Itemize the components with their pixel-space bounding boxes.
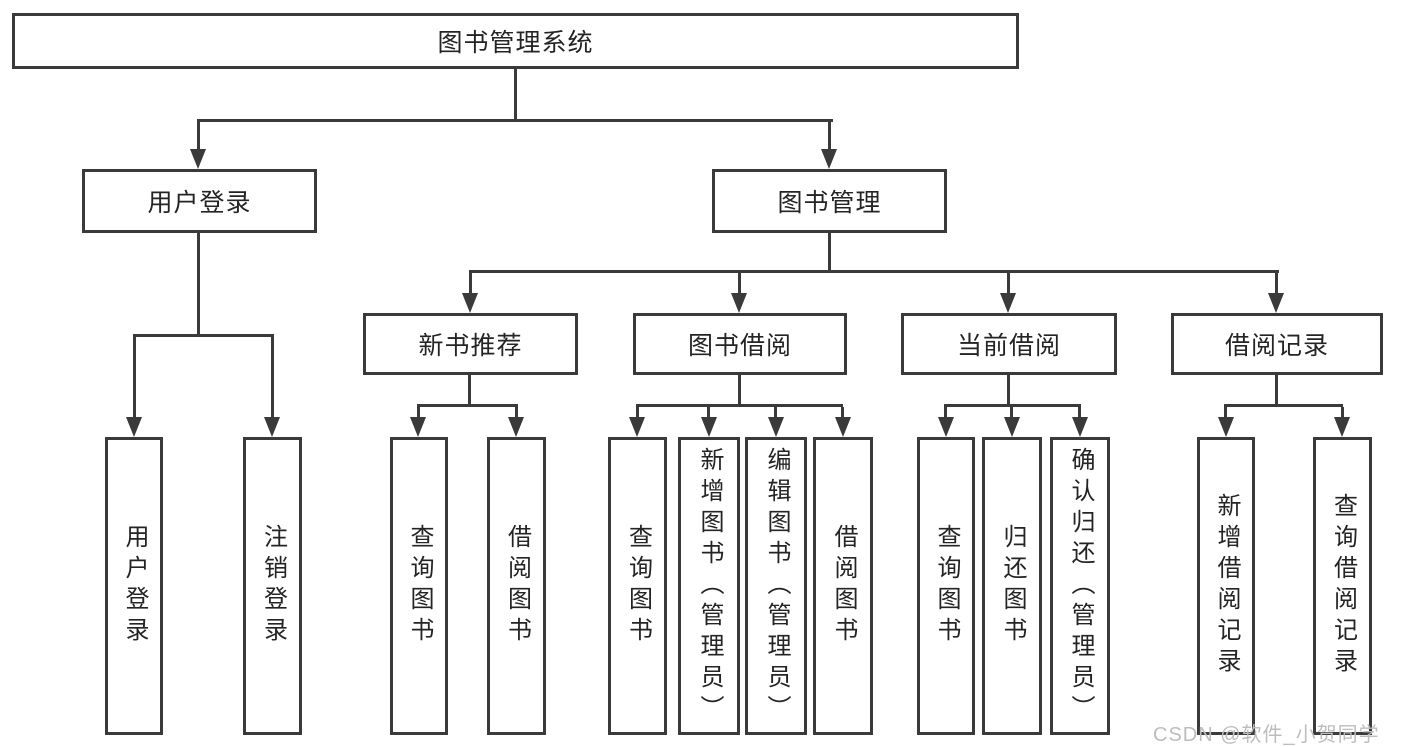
- connector-branch-new-book: [469, 273, 472, 294]
- leaf-return-books-label: 归还图书: [999, 524, 1026, 648]
- node-user-login: 用户登录: [82, 169, 317, 233]
- connector-root-stem: [514, 68, 517, 121]
- connector-user-login-horizontal: [133, 334, 274, 337]
- leaf-borrow-books-recommend-label: 借阅图书: [503, 524, 531, 648]
- leaf-edit-books-admin: 编辑图书（管理员）: [745, 437, 807, 735]
- leaf-query-books-recommend: 查询图书: [390, 437, 448, 735]
- leaf-confirm-return-admin-label: 确认归还（管理员）: [1067, 446, 1094, 726]
- arrowhead-to-user-login: [190, 149, 206, 169]
- connector-root-horizontal: [197, 119, 833, 122]
- connector-branch-query-books-2: [636, 407, 639, 419]
- connector-current-borrow-horizontal: [944, 404, 1081, 407]
- connector-book-borrow-stem: [738, 375, 741, 407]
- leaf-user-login-label: 用户登录: [121, 524, 148, 648]
- leaf-query-books-borrow-label: 查询图书: [624, 524, 652, 648]
- leaf-logout-label: 注销登录: [259, 524, 287, 648]
- leaf-confirm-return-admin: 确认归还（管理员）: [1050, 437, 1110, 735]
- arrowhead-to-return-books: [1004, 417, 1020, 437]
- leaf-query-books-current-label: 查询图书: [933, 524, 960, 648]
- node-new-book-recommend-label: 新书推荐: [418, 332, 523, 360]
- node-user-login-label: 用户登录: [147, 189, 252, 217]
- connector-branch-add-books: [707, 407, 710, 419]
- connector-branch-return-books: [1010, 407, 1013, 419]
- leaf-logout: 注销登录: [243, 437, 302, 735]
- connector-branch-user-login: [197, 121, 200, 153]
- node-book-management-label: 图书管理: [777, 189, 882, 217]
- node-root-library-system: 图书管理系统: [12, 13, 1019, 69]
- arrowhead-to-book-borrow: [731, 293, 747, 313]
- arrowhead-to-query-books-2: [629, 417, 645, 437]
- connector-branch-add-record: [1224, 407, 1227, 419]
- leaf-borrow-books-recommend: 借阅图书: [487, 437, 546, 735]
- arrowhead-to-query-record: [1334, 417, 1350, 437]
- leaf-query-borrow-record: 查询借阅记录: [1313, 437, 1372, 735]
- connector-new-book-horizontal: [417, 404, 518, 407]
- connector-branch-borrow-books-1: [515, 407, 518, 419]
- leaf-query-borrow-record-label: 查询借阅记录: [1329, 493, 1357, 679]
- connector-branch-confirm-return: [1078, 407, 1081, 419]
- connector-borrow-records-horizontal: [1224, 404, 1343, 407]
- leaf-add-books-admin: 新增图书（管理员）: [678, 437, 740, 735]
- connector-branch-query-books-3: [944, 407, 947, 419]
- leaf-edit-books-admin-label: 编辑图书（管理员）: [763, 446, 790, 726]
- connector-branch-login-leaf: [133, 337, 136, 419]
- arrowhead-to-new-book: [462, 293, 478, 313]
- connector-user-login-stem: [197, 233, 200, 336]
- arrowhead-to-add-books: [701, 417, 717, 437]
- node-book-management: 图书管理: [712, 169, 947, 233]
- arrowhead-to-query-books-1: [410, 417, 426, 437]
- connector-branch-borrow-books-2: [841, 407, 844, 419]
- leaf-add-books-admin-label: 新增图书（管理员）: [696, 446, 723, 726]
- node-new-book-recommend: 新书推荐: [363, 313, 578, 375]
- connector-book-management-horizontal: [469, 270, 1279, 273]
- node-borrow-records: 借阅记录: [1171, 313, 1383, 375]
- connector-book-management-stem: [828, 232, 831, 272]
- arrowhead-to-borrow-books-2: [835, 417, 851, 437]
- arrowhead-to-borrow-books-1: [508, 417, 524, 437]
- connector-branch-query-books-1: [417, 407, 420, 419]
- connector-branch-book-borrow: [738, 273, 741, 294]
- connector-current-borrow-stem: [1007, 375, 1010, 407]
- node-book-borrow: 图书借阅: [633, 313, 847, 375]
- connector-new-book-stem: [468, 375, 471, 407]
- connector-borrow-records-stem: [1275, 375, 1278, 407]
- leaf-query-books-current: 查询图书: [917, 437, 975, 735]
- connector-book-borrow-horizontal: [636, 404, 843, 407]
- node-current-borrow: 当前借阅: [901, 313, 1117, 375]
- arrowhead-to-login-leaf: [126, 417, 142, 437]
- arrowhead-to-borrow-records: [1268, 293, 1284, 313]
- connector-branch-book-management: [828, 121, 831, 153]
- arrowhead-to-confirm-return: [1072, 417, 1088, 437]
- connector-branch-borrow-records: [1275, 273, 1278, 294]
- arrowhead-to-logout-leaf: [264, 417, 280, 437]
- leaf-borrow-books-label: 借阅图书: [830, 524, 857, 648]
- node-book-borrow-label: 图书借阅: [687, 332, 792, 360]
- leaf-add-borrow-record-label: 新增借阅记录: [1213, 493, 1240, 679]
- leaf-user-login: 用户登录: [105, 437, 163, 735]
- leaf-borrow-books: 借阅图书: [813, 437, 873, 735]
- arrowhead-to-add-record: [1218, 417, 1234, 437]
- node-current-borrow-label: 当前借阅: [956, 332, 1061, 360]
- csdn-watermark: CSDN @软件_小贺同学: [1153, 724, 1380, 746]
- arrowhead-to-query-books-3: [938, 417, 954, 437]
- connector-branch-query-record: [1341, 407, 1344, 419]
- arrowhead-to-current-borrow: [1000, 293, 1016, 313]
- leaf-add-borrow-record: 新增借阅记录: [1197, 437, 1255, 735]
- arrowhead-to-book-management: [821, 149, 837, 169]
- node-borrow-records-label: 借阅记录: [1224, 332, 1329, 360]
- leaf-query-books-borrow: 查询图书: [608, 437, 667, 735]
- connector-branch-current-borrow: [1007, 273, 1010, 294]
- connector-branch-logout-leaf: [271, 337, 274, 419]
- arrowhead-to-edit-books: [768, 417, 784, 437]
- node-root-label: 图书管理系统: [437, 29, 594, 57]
- connector-branch-edit-books: [774, 407, 777, 419]
- leaf-return-books: 归还图书: [982, 437, 1042, 735]
- leaf-query-books-recommend-label: 查询图书: [406, 524, 433, 648]
